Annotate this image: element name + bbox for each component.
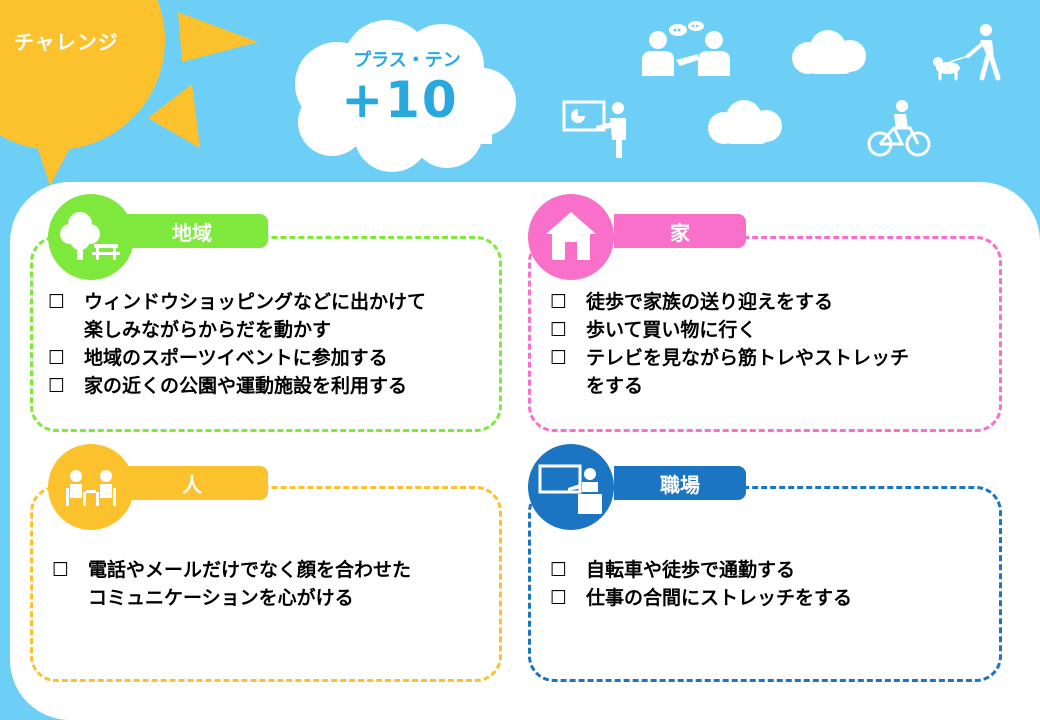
meeting-icon [48, 444, 134, 530]
list-item: ☐ ウィンドウショッピングなどに出かけて楽しみながらからだを動かす [48, 288, 498, 344]
sun-illustration [0, 0, 258, 186]
item-text: 電話やメールだけでなく顔を合わせた [88, 559, 412, 581]
item-text: テレビを見ながら筋トレやストレッチ [586, 347, 910, 369]
list-item: ☐ 家の近くの公園や運動施設を利用する [48, 372, 498, 400]
item-text: 歩いて買い物に行く [586, 319, 757, 341]
checkbox[interactable]: ☐ [48, 375, 66, 397]
list-item: ☐ 地域のスポーツイベントに参加する [48, 344, 498, 372]
checkbox[interactable]: ☐ [52, 559, 70, 581]
title-subtitle: プラス・テン [353, 50, 461, 71]
small-cloud-1 [792, 30, 866, 74]
content-panel [10, 182, 1040, 720]
checkbox[interactable]: ☐ [48, 291, 66, 313]
section-ie-header: 家 [614, 214, 746, 248]
item-text: 地域のスポーツイベントに参加する [84, 347, 388, 369]
cyclist-icon [867, 100, 931, 157]
item-text: 仕事の合間にストレッチをする [586, 587, 853, 609]
list-item: ☐ テレビを見ながら筋トレやストレッチをする [550, 344, 990, 400]
section-shokuba-label: 職場 [660, 472, 700, 497]
item-text-cont: をする [586, 375, 644, 397]
section-chiiki-label: 地域 [172, 220, 212, 245]
item-text: 自転車や徒歩で通勤する [586, 559, 796, 581]
checkbox[interactable]: ☐ [550, 347, 568, 369]
office-desk-icon [528, 444, 614, 530]
checkbox[interactable]: ☐ [550, 559, 568, 581]
section-shokuba [528, 486, 1002, 682]
checkbox[interactable]: ☐ [48, 347, 66, 369]
section-hito-header: 人 [116, 466, 268, 500]
ie-item-list: ☐ 徒歩で家族の送り迎えをする ☐ 歩いて買い物に行く ☐ テレビを見ながら筋トレやス… [550, 288, 990, 400]
page-title: +10 [341, 71, 459, 129]
section-shokuba-header: 職場 [614, 466, 746, 500]
section-chiiki-header: 地域 [116, 214, 268, 248]
hito-item-list: ☐ 電話やメールだけでなく顔を合わせたコミュニケーションを心がける [52, 556, 492, 612]
chiiki-item-list: ☐ ウィンドウショッピングなどに出かけて楽しみながらからだを動かす ☐ 地域のスポー… [48, 288, 498, 400]
section-ie [528, 236, 1002, 432]
item-text-cont: コミュニケーションを心がける [88, 587, 354, 609]
checkbox[interactable]: ☐ [550, 291, 568, 313]
item-text-cont: 楽しみながらからだを動かす [84, 319, 332, 341]
challenge-badge: チャレンジ [14, 30, 119, 54]
list-item: ☐ 仕事の合間にストレッチをする [550, 584, 990, 612]
shokuba-item-list: ☐ 自転車や徒歩で通勤する ☐ 仕事の合間にストレッチをする [550, 556, 990, 612]
people-talking-icon [642, 21, 730, 76]
section-hito-label: 人 [182, 472, 202, 497]
small-cloud-2 [708, 100, 782, 144]
house-icon [528, 194, 614, 280]
list-item: ☐ 自転車や徒歩で通勤する [550, 556, 990, 584]
tree-bench-icon [48, 194, 134, 280]
list-item: ☐ 徒歩で家族の送り迎えをする [550, 288, 990, 316]
section-ie-label: 家 [670, 220, 690, 245]
item-text: ウィンドウショッピングなどに出かけて [84, 291, 427, 313]
list-item: ☐ 電話やメールだけでなく顔を合わせたコミュニケーションを心がける [52, 556, 492, 612]
checkbox[interactable]: ☐ [550, 319, 568, 341]
list-item: ☐ 歩いて買い物に行く [550, 316, 990, 344]
presentation-icon [562, 100, 626, 158]
walking-dog-icon [933, 24, 1001, 81]
checkbox[interactable]: ☐ [550, 587, 568, 609]
title-cloud [295, 20, 516, 172]
item-text: 家の近くの公園や運動施設を利用する [84, 375, 408, 397]
item-text: 徒歩で家族の送り迎えをする [586, 291, 834, 313]
